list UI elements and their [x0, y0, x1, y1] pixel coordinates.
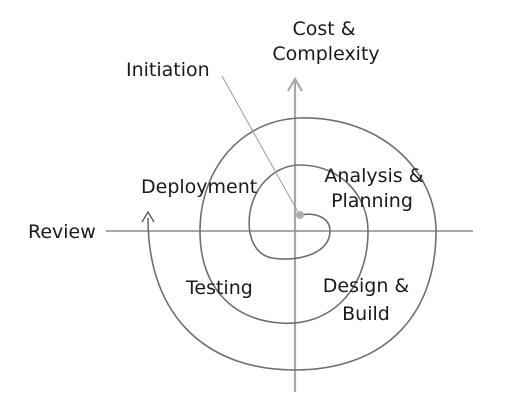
spiral-end-arrowhead	[141, 210, 155, 223]
axis-label-complexity: Complexity	[272, 43, 379, 65]
label-build: Build	[342, 303, 390, 325]
axis-label-review: Review	[28, 221, 96, 243]
start-point	[296, 211, 304, 219]
spiral-path	[147, 117, 437, 371]
label-analysis: Analysis &	[324, 165, 423, 187]
vertical-axis-arrowhead	[287, 76, 303, 92]
axis-label-cost: Cost &	[292, 18, 355, 40]
label-testing: Testing	[185, 277, 253, 299]
initiation-leader-line	[221, 75, 299, 213]
label-deployment: Deployment	[141, 176, 257, 198]
label-initiation: Initiation	[126, 59, 210, 81]
label-planning: Planning	[331, 190, 413, 212]
label-design: Design &	[323, 275, 410, 297]
